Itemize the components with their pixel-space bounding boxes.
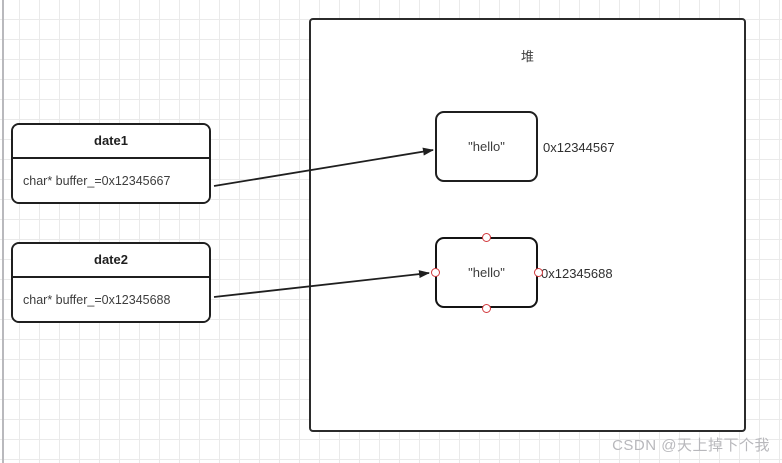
stack-object-date1[interactable]: date1 char* buffer_=0x12345667 [11, 123, 211, 204]
stack-object-date2[interactable]: date2 char* buffer_=0x12345688 [11, 242, 211, 323]
heap-container[interactable]: 堆 [309, 18, 746, 432]
heap-block-1-value: "hello" [468, 139, 505, 154]
heap-block-2-address: 0x12345688 [541, 266, 613, 281]
heap-block-2-value: "hello" [468, 265, 505, 280]
date1-title: date1 [13, 125, 209, 159]
selection-handle-bottom[interactable] [482, 303, 491, 313]
selection-handle-right[interactable] [533, 268, 543, 277]
selection-handle-top[interactable] [482, 232, 491, 242]
watermark: CSDN @天上掉下个我 [612, 437, 770, 454]
date1-member: char* buffer_=0x12345667 [13, 159, 209, 202]
heap-label: 堆 [520, 49, 534, 64]
heap-block-1-address: 0x12344567 [543, 140, 615, 155]
canvas-left-edge-rule [2, 0, 4, 463]
date2-member: char* buffer_=0x12345688 [13, 278, 209, 321]
heap-block-2[interactable]: "hello" [435, 237, 538, 308]
heap-block-1[interactable]: "hello" [435, 111, 538, 182]
date2-title: date2 [13, 244, 209, 278]
selection-handle-left[interactable] [430, 268, 440, 277]
